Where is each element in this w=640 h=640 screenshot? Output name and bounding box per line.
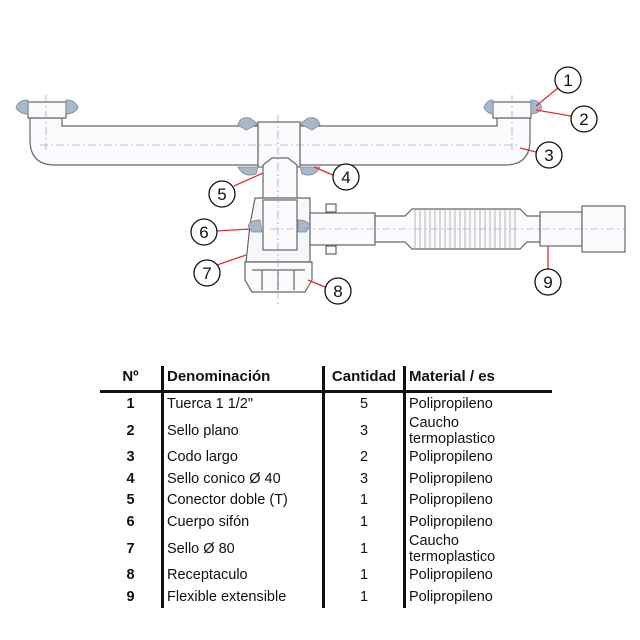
callout-label: 9 xyxy=(543,273,552,292)
callout-6: 6 xyxy=(190,218,218,246)
callout-label: 6 xyxy=(199,223,208,242)
cell-material: Caucho termoplastico xyxy=(403,414,552,447)
cell-no: 3 xyxy=(126,449,135,466)
long-elbow-left xyxy=(29,117,259,166)
cell-qty: 1 xyxy=(322,564,405,586)
centerlines xyxy=(40,95,625,305)
callout-3: 3 xyxy=(535,141,563,169)
nuts xyxy=(15,99,543,233)
callout-label: 3 xyxy=(544,146,553,165)
callout-5: 5 xyxy=(208,180,236,208)
callout-label: 7 xyxy=(202,264,211,283)
cell-material: Polipropileno xyxy=(403,446,552,468)
cell-no: 8 xyxy=(126,567,135,584)
callout-label: 8 xyxy=(333,282,342,301)
cell-qty: 2 xyxy=(322,446,405,468)
cell-no: 1 xyxy=(126,395,135,412)
cell-qty: 3 xyxy=(322,468,405,490)
callout-label: 4 xyxy=(341,168,350,187)
cell-name: Conector doble (T) xyxy=(161,489,324,511)
cell-material: Polipropileno xyxy=(403,586,552,608)
cell-no: 4 xyxy=(126,470,135,487)
cell-material: Polipropileno xyxy=(403,391,552,415)
cell-name: Tuerca 1 1/2" xyxy=(161,391,324,415)
header-qty: Cantidad xyxy=(322,366,405,393)
cell-material: Polipropileno xyxy=(403,511,552,533)
siphon-assembly-diagram: 1 2 3 4 5 6 7 8 9 xyxy=(15,66,626,305)
cell-qty: 1 xyxy=(322,489,405,511)
cell-name: Sello plano xyxy=(161,414,324,447)
cell-qty: 3 xyxy=(322,414,405,447)
cell-name: Sello conico Ø 40 xyxy=(161,468,324,490)
long-elbow-right xyxy=(299,117,531,166)
cell-qty: 5 xyxy=(322,391,405,415)
callout-label: 2 xyxy=(579,110,588,129)
cell-qty: 1 xyxy=(322,532,405,565)
header-no: Nº xyxy=(100,366,163,393)
callout-9: 9 xyxy=(534,268,562,296)
callout-1: 1 xyxy=(554,66,582,94)
cell-qty: 1 xyxy=(322,586,405,608)
pipe-drawing xyxy=(27,101,626,293)
cell-name: Sello Ø 80 xyxy=(161,532,324,565)
cell-qty: 1 xyxy=(322,511,405,533)
cell-material: Caucho termoplastico xyxy=(403,532,552,565)
callout-4: 4 xyxy=(332,163,360,191)
cell-no: 6 xyxy=(126,513,135,530)
cell-name: Codo largo xyxy=(161,446,324,468)
cell-name: Flexible extensible xyxy=(161,586,324,608)
cell-material: Polipropileno xyxy=(403,489,552,511)
callout-8: 8 xyxy=(324,277,352,305)
header-material: Material / es xyxy=(403,366,552,393)
callouts: 1 2 3 4 5 6 7 8 9 xyxy=(190,66,598,305)
cell-name: Cuerpo sifón xyxy=(161,511,324,533)
cell-name: Receptaculo xyxy=(161,564,324,586)
cell-material: Polipropileno xyxy=(403,468,552,490)
header-name: Denominación xyxy=(161,366,324,393)
cell-no: 5 xyxy=(126,492,135,509)
leader-lines xyxy=(215,87,572,288)
callout-label: 1 xyxy=(563,71,572,90)
callout-7: 7 xyxy=(193,259,221,287)
callout-label: 5 xyxy=(217,185,226,204)
cell-material: Polipropileno xyxy=(403,564,552,586)
callout-2: 2 xyxy=(570,105,598,133)
table-header: Nº Denominación Cantidad Material / es xyxy=(100,366,552,393)
parts-table: Nº Denominación Cantidad Material / es 1… xyxy=(100,366,552,608)
inlet-left xyxy=(27,101,67,119)
cell-no: 7 xyxy=(126,540,135,557)
cell-no: 2 xyxy=(126,422,135,439)
cell-no: 9 xyxy=(126,588,135,605)
